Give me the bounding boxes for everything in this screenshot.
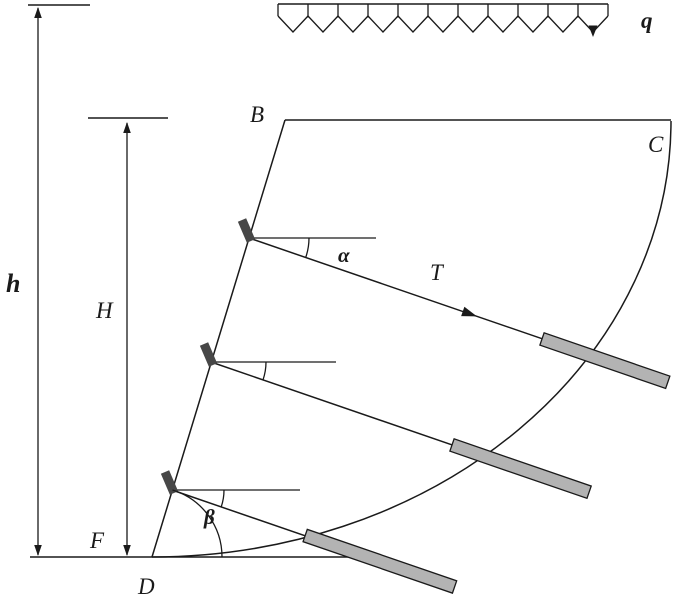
wall-height-H-label: H	[95, 298, 114, 323]
point-d-label: D	[137, 574, 155, 598]
diagram-linework	[28, 3, 672, 594]
nail-2-angle-arc	[262, 361, 267, 381]
nail-3-anchor-bar	[302, 528, 458, 594]
nail-3	[160, 470, 458, 594]
point-f-label: F	[89, 528, 105, 553]
surcharge-q-label: q	[641, 8, 653, 33]
nail-1-anchor-bar	[539, 332, 671, 390]
nail-2-head-plate-icon	[199, 342, 218, 367]
surcharge-arrowhead-icon	[588, 25, 598, 37]
nail-2-anchor-bar	[449, 438, 593, 500]
beta-angle-label: β	[203, 505, 215, 529]
nail-1-angle-arc	[305, 237, 310, 258]
nail-3-angle-arc	[220, 489, 225, 508]
total-height-h-label: h	[6, 269, 20, 298]
surcharge-tick-lines	[277, 4, 609, 16]
nail-1	[237, 218, 671, 390]
nail-2	[199, 342, 593, 500]
nail-1-head-plate-icon	[237, 218, 256, 243]
surcharge-load-symbol	[277, 3, 609, 37]
surcharge-zigzag	[277, 15, 609, 33]
diagram-labels: q B C h H F D T α β	[6, 8, 664, 598]
nail-3-head-plate-icon	[160, 470, 179, 495]
nail-force-arrowhead-icon	[461, 306, 477, 317]
face-angle-beta-arc	[172, 489, 223, 558]
slip-surface-curve	[151, 120, 672, 558]
alpha-angle-label: α	[338, 243, 350, 267]
point-b-label: B	[250, 102, 264, 127]
nail-force-T-label: T	[430, 260, 445, 285]
point-c-label: C	[648, 132, 664, 157]
